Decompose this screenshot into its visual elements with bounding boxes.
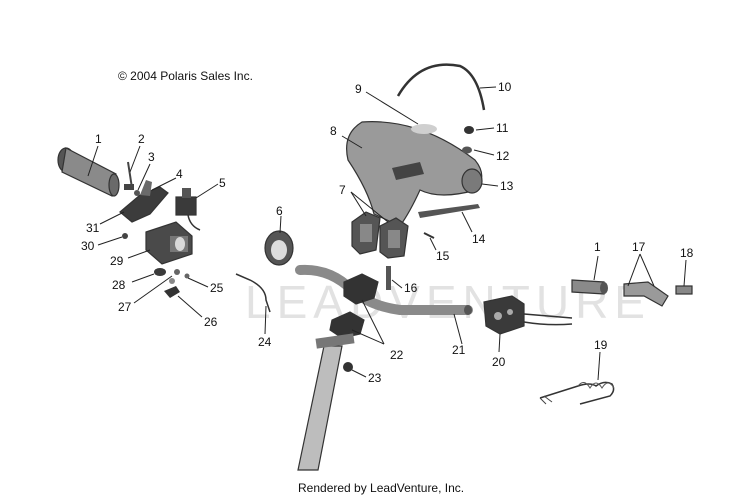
- throttle-housing-part: [145, 221, 193, 265]
- clamp-bolt-part: [386, 266, 391, 290]
- clip-part: [184, 273, 190, 279]
- callout-18: 18: [680, 246, 694, 260]
- callout-26: 26: [204, 315, 218, 329]
- callout-31: 31: [86, 221, 100, 235]
- callout-15: 15: [436, 249, 450, 263]
- steering-column-part: [297, 333, 355, 471]
- callout-13: 13: [500, 179, 514, 193]
- rendered-by-text: Rendered by LeadVenture, Inc.: [298, 481, 464, 495]
- pad-screw-part: [423, 232, 435, 239]
- cap-part: [164, 286, 180, 298]
- leader-lines: [87, 86, 687, 381]
- switch-housing-part: [483, 295, 573, 335]
- callout-11: 11: [496, 121, 509, 135]
- spring-part: [174, 269, 180, 275]
- callout-22: 22: [390, 348, 404, 362]
- left-grip-part: [57, 147, 120, 197]
- callout-27: 27: [118, 300, 132, 314]
- callout-2: 2: [138, 132, 145, 146]
- throttle-cable-part: [235, 273, 271, 313]
- callout-16: 16: [404, 281, 418, 295]
- callout-10: 10: [498, 80, 512, 94]
- callout-30: 30: [81, 239, 95, 253]
- pad-clamp-part: [351, 211, 409, 259]
- callout-28: 28: [112, 278, 126, 292]
- callout-6: 6: [276, 204, 283, 218]
- grip-end-part: [623, 281, 669, 307]
- pin-part: [169, 278, 175, 284]
- callout-14: 14: [472, 232, 486, 246]
- nut-part: [154, 268, 166, 276]
- kill-switch-part: [175, 188, 201, 231]
- callout-19: 19: [594, 338, 608, 352]
- callout-7: 7: [339, 183, 346, 197]
- pad-nut-part: [464, 126, 474, 134]
- callout-23: 23: [368, 371, 382, 385]
- handlebar-pad-part: [346, 121, 483, 227]
- callout-21: 21: [452, 343, 466, 357]
- callout-4: 4: [176, 167, 183, 181]
- throttle-lever-part: [119, 180, 169, 223]
- column-nut-part: [343, 362, 353, 372]
- right-grip-part: [571, 279, 608, 295]
- pad-washer-part: [462, 146, 472, 154]
- bolt-part: [124, 161, 134, 190]
- callout-12: 12: [496, 149, 510, 163]
- copyright-text: © 2004 Polaris Sales Inc.: [118, 69, 253, 83]
- callout-20: 20: [492, 355, 506, 369]
- pad-strip-part: [418, 204, 480, 218]
- bar-end-bolt-part: [675, 285, 693, 295]
- strap-part: [396, 63, 486, 111]
- coil-cord-part: [539, 381, 615, 405]
- callout-24: 24: [258, 335, 272, 349]
- callout-29: 29: [110, 254, 124, 268]
- callout-1-left-grip: 1: [95, 132, 102, 146]
- callout-1-right-grip: 1: [594, 240, 601, 254]
- washer-part: [134, 190, 140, 196]
- screw-part: [122, 233, 128, 239]
- callout-5: 5: [219, 176, 226, 190]
- callout-8: 8: [330, 124, 337, 138]
- callout-3: 3: [148, 150, 155, 164]
- callout-25: 25: [210, 281, 224, 295]
- callout-17: 17: [632, 240, 646, 254]
- grip-ring-part: [264, 230, 294, 266]
- callout-9: 9: [355, 82, 362, 96]
